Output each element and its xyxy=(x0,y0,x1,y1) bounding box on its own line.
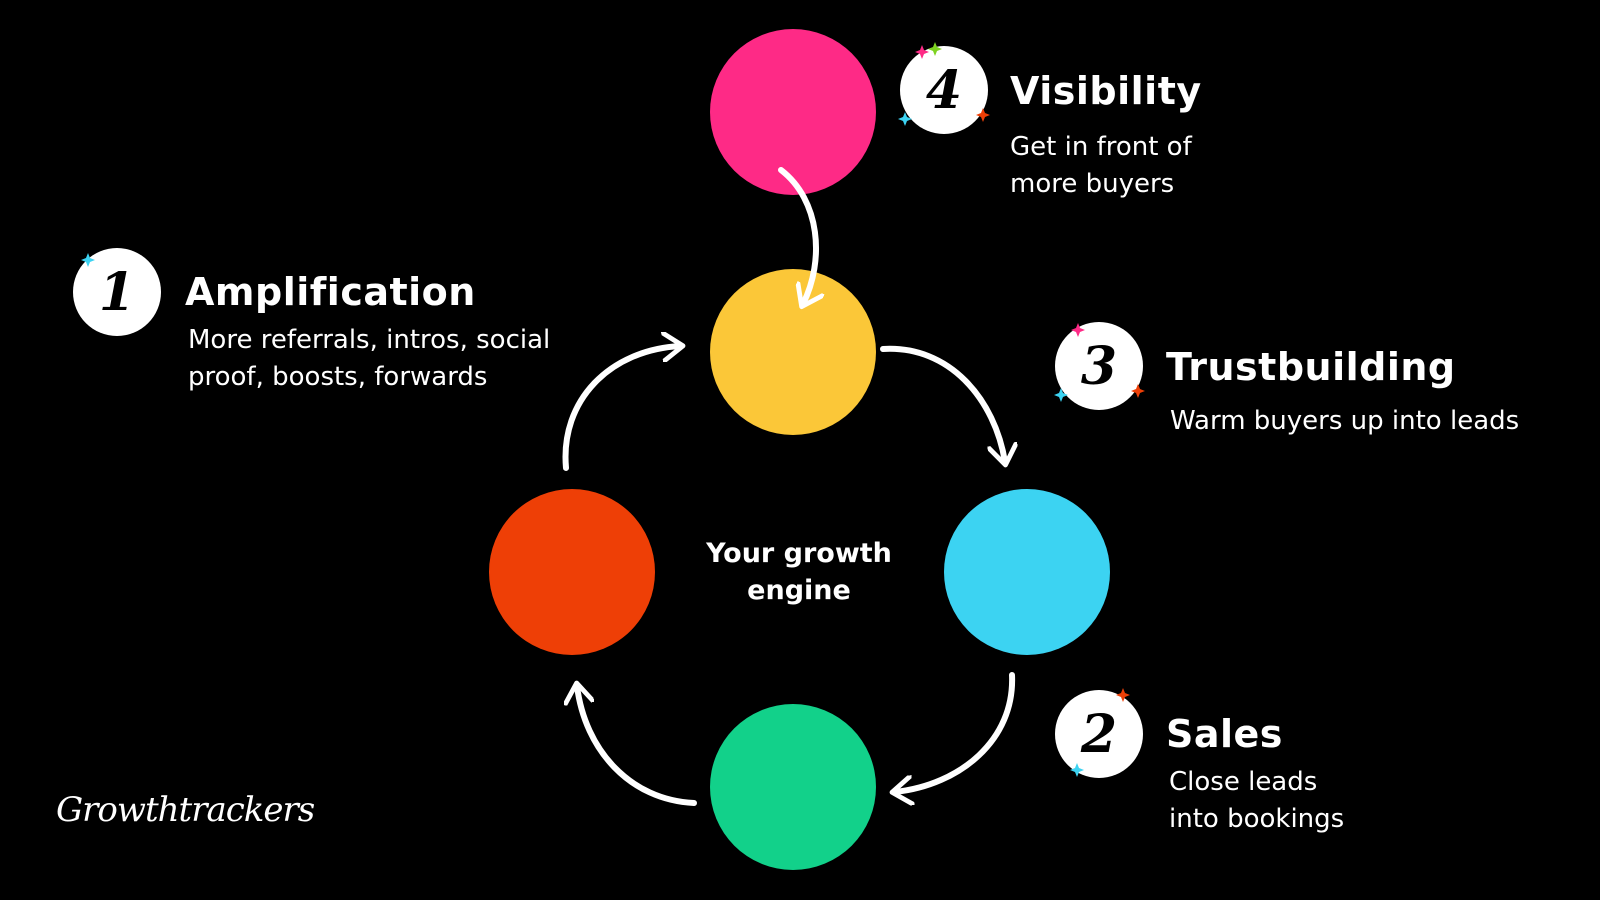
center-label-line: Your growth xyxy=(706,538,892,569)
arrow-amplification-to-hub xyxy=(562,346,680,471)
hub-circle xyxy=(710,269,876,435)
arrow-hub-to-trust xyxy=(880,345,1005,462)
growthtrackers-logo: Growthtrackers xyxy=(56,790,315,830)
svg-text:2: 2 xyxy=(1080,704,1117,765)
desc-line: more buyers xyxy=(1010,169,1175,199)
arrow-trust-to-sales xyxy=(895,672,1016,792)
badge-1: 1 xyxy=(73,248,161,336)
desc-line: Warm buyers up into leads xyxy=(1170,406,1520,436)
visibility-circle xyxy=(710,29,876,195)
sparkle-icon xyxy=(1071,323,1085,337)
svg-text:4: 4 xyxy=(926,60,962,121)
desc-line: More referrals, intros, social xyxy=(188,325,551,355)
center-label: Your growth engine xyxy=(679,535,919,609)
step-desc-visibility: Get in front of more buyers xyxy=(1010,129,1192,203)
desc-line: proof, boosts, forwards xyxy=(188,362,488,392)
arrow-sales-to-amplification xyxy=(577,686,697,806)
sparkle-icon xyxy=(928,42,942,56)
step-title-trustbuilding: Trustbuilding xyxy=(1166,345,1456,389)
sparkle-icon xyxy=(976,108,990,122)
step-title-visibility: Visibility xyxy=(1010,69,1202,113)
step-title-amplification: Amplification xyxy=(185,270,476,314)
desc-line: Get in front of xyxy=(1010,132,1192,162)
sparkle-icon xyxy=(915,45,929,59)
step-desc-trustbuilding: Warm buyers up into leads xyxy=(1170,403,1519,440)
desc-line: Close leads xyxy=(1169,767,1318,797)
sales-circle xyxy=(710,704,876,870)
sparkle-icon xyxy=(898,112,912,126)
badge-3: 3 xyxy=(1054,322,1145,410)
sparkle-icon xyxy=(1070,763,1084,777)
svg-text:3: 3 xyxy=(1081,336,1117,397)
sparkle-icon xyxy=(81,253,95,267)
amplification-circle xyxy=(489,489,655,655)
center-label-line: engine xyxy=(747,575,851,606)
badge-2: 2 xyxy=(1055,688,1143,778)
sparkle-icon xyxy=(1116,688,1130,702)
step-title-sales: Sales xyxy=(1166,712,1283,756)
step-desc-sales: Close leads into bookings xyxy=(1169,764,1344,838)
badge-4: 4 xyxy=(898,42,990,134)
sparkle-icon xyxy=(1131,384,1145,398)
desc-line: into bookings xyxy=(1169,804,1345,834)
svg-text:1: 1 xyxy=(99,262,135,323)
arrow-visibility-to-hub xyxy=(778,167,816,304)
step-desc-amplification: More referrals, intros, social proof, bo… xyxy=(188,322,550,396)
sparkle-icon xyxy=(1054,388,1068,402)
trustbuilding-circle xyxy=(944,489,1110,655)
